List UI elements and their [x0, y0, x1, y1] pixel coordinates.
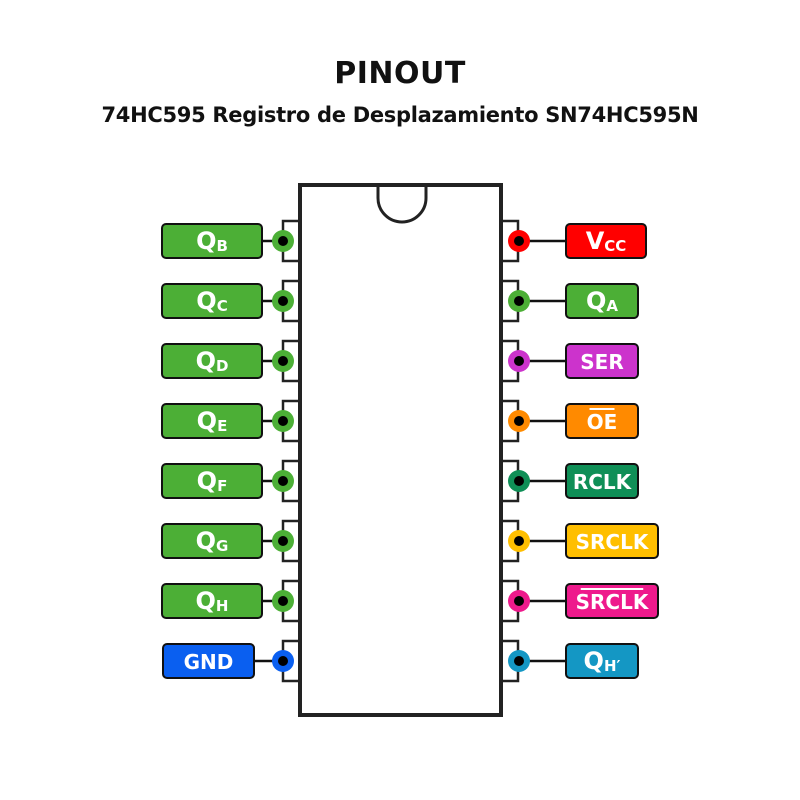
pin-label-box: [161, 463, 263, 499]
pin-label-text: QG: [196, 527, 229, 555]
pin-label-main: SRCLK: [576, 590, 650, 614]
pin-label-box: [161, 523, 263, 559]
pin-label-box: [162, 643, 255, 679]
pin-label-subscript: B: [216, 237, 227, 255]
pin-connector-dot: [514, 416, 524, 426]
pin-label-subscript: F: [217, 477, 227, 495]
pin-label-main: OE: [587, 410, 618, 434]
pin-label-box: [565, 283, 639, 319]
pin-connector-dot: [278, 356, 288, 366]
pin-label-2: QC: [161, 283, 263, 319]
pin-label-main: Q: [196, 347, 216, 375]
pin-label-main: SRCLK: [576, 530, 650, 554]
pin-label-16: VCC: [565, 223, 647, 259]
pin-label-3: QD: [161, 343, 263, 379]
pin-label-subscript: H′: [604, 657, 621, 675]
pin-label-main: Q: [584, 647, 604, 675]
pin-connector-dot: [514, 596, 524, 606]
pin-label-box: [565, 223, 647, 259]
labels-layer: QBQCQDQEQFQGQHGNDVCCQASEROERCLKSRCLKSRCL…: [161, 223, 659, 679]
pin-connector-dot: [514, 656, 524, 666]
pin-label-box: [565, 583, 659, 619]
pin-label-main: Q: [196, 527, 216, 555]
pin-label-1: QB: [161, 223, 263, 259]
pin-connector-dot: [514, 476, 524, 486]
pin-label-text: QD: [196, 347, 229, 375]
pin-label-subscript: D: [216, 357, 228, 375]
pin-label-4: QE: [161, 403, 263, 439]
pin-label-box: [565, 403, 639, 439]
pin-label-13: OE: [565, 403, 639, 439]
pin-label-box: [161, 223, 263, 259]
pin-connector-dot: [278, 536, 288, 546]
pin-connector-dot: [514, 236, 524, 246]
pin-label-text: QC: [196, 287, 227, 315]
pin-label-text: QA: [586, 287, 618, 315]
pin-label-text: RCLK: [573, 470, 633, 494]
pin-label-box: [161, 283, 263, 319]
pin-label-15: QA: [565, 283, 639, 319]
pin-label-box: [565, 643, 639, 679]
pin-label-text: SRCLK: [576, 530, 650, 554]
pin-label-main: Q: [196, 287, 216, 315]
pin-label-text: SER: [580, 350, 623, 374]
pin-label-7: QH: [161, 583, 263, 619]
pin-label-8: GND: [162, 643, 255, 679]
pin-connector-dot: [278, 296, 288, 306]
pin-connector-dot: [278, 476, 288, 486]
pin-label-main: RCLK: [573, 470, 633, 494]
pin-label-box: [161, 583, 263, 619]
pin-label-9: QH′: [565, 643, 639, 679]
pin-connector-dot: [514, 296, 524, 306]
pin-label-11: SRCLK: [565, 523, 659, 559]
pin-label-main: GND: [184, 650, 234, 674]
pin-label-6: QG: [161, 523, 263, 559]
pin-connector-dot: [278, 236, 288, 246]
pin-label-main: Q: [586, 287, 606, 315]
pin-label-text: QF: [197, 467, 228, 495]
pin-label-main: Q: [197, 467, 217, 495]
pin-label-subscript: H: [216, 597, 229, 615]
pin-label-main: V: [586, 227, 605, 255]
ic-body: [298, 183, 503, 717]
page-subtitle: 74HC595 Registro de Desplazamiento SN74H…: [101, 103, 699, 127]
pin-label-subscript: C: [217, 297, 228, 315]
pin-label-main: Q: [196, 587, 216, 615]
pin-label-text: QH: [196, 587, 229, 615]
pin-label-12: RCLK: [565, 463, 639, 499]
pin-label-main: SER: [580, 350, 623, 374]
pin-label-box: [161, 343, 263, 379]
pin-label-text: QH′: [584, 647, 621, 675]
pin-connector-dot: [514, 356, 524, 366]
pin-connector-dot: [278, 596, 288, 606]
pin-label-text: QE: [197, 407, 228, 435]
pin-connector-dot: [278, 416, 288, 426]
pin-label-5: QF: [161, 463, 263, 499]
pin-connector-dot: [278, 656, 288, 666]
pin-connector-dot: [514, 536, 524, 546]
pin-label-box: [565, 343, 639, 379]
pin-label-main: Q: [196, 227, 216, 255]
pin-label-text: SRCLK: [576, 590, 650, 614]
pin-label-text: VCC: [586, 227, 627, 255]
pin-label-text: OE: [587, 410, 618, 434]
pin-label-subscript: G: [216, 537, 228, 555]
pin-label-box: [565, 463, 639, 499]
pin-label-subscript: CC: [604, 237, 626, 255]
page-title: PINOUT: [334, 56, 466, 91]
pin-label-14: SER: [565, 343, 639, 379]
ic-notch: [376, 186, 428, 224]
pin-label-text: QB: [196, 227, 228, 255]
pin-label-subscript: A: [606, 297, 618, 315]
pin-label-box: [565, 523, 659, 559]
pin-label-text: GND: [184, 650, 234, 674]
pin-label-subscript: E: [217, 417, 227, 435]
pin-label-main: Q: [197, 407, 217, 435]
pin-label-10: SRCLK: [565, 583, 659, 619]
pin-label-box: [161, 403, 263, 439]
